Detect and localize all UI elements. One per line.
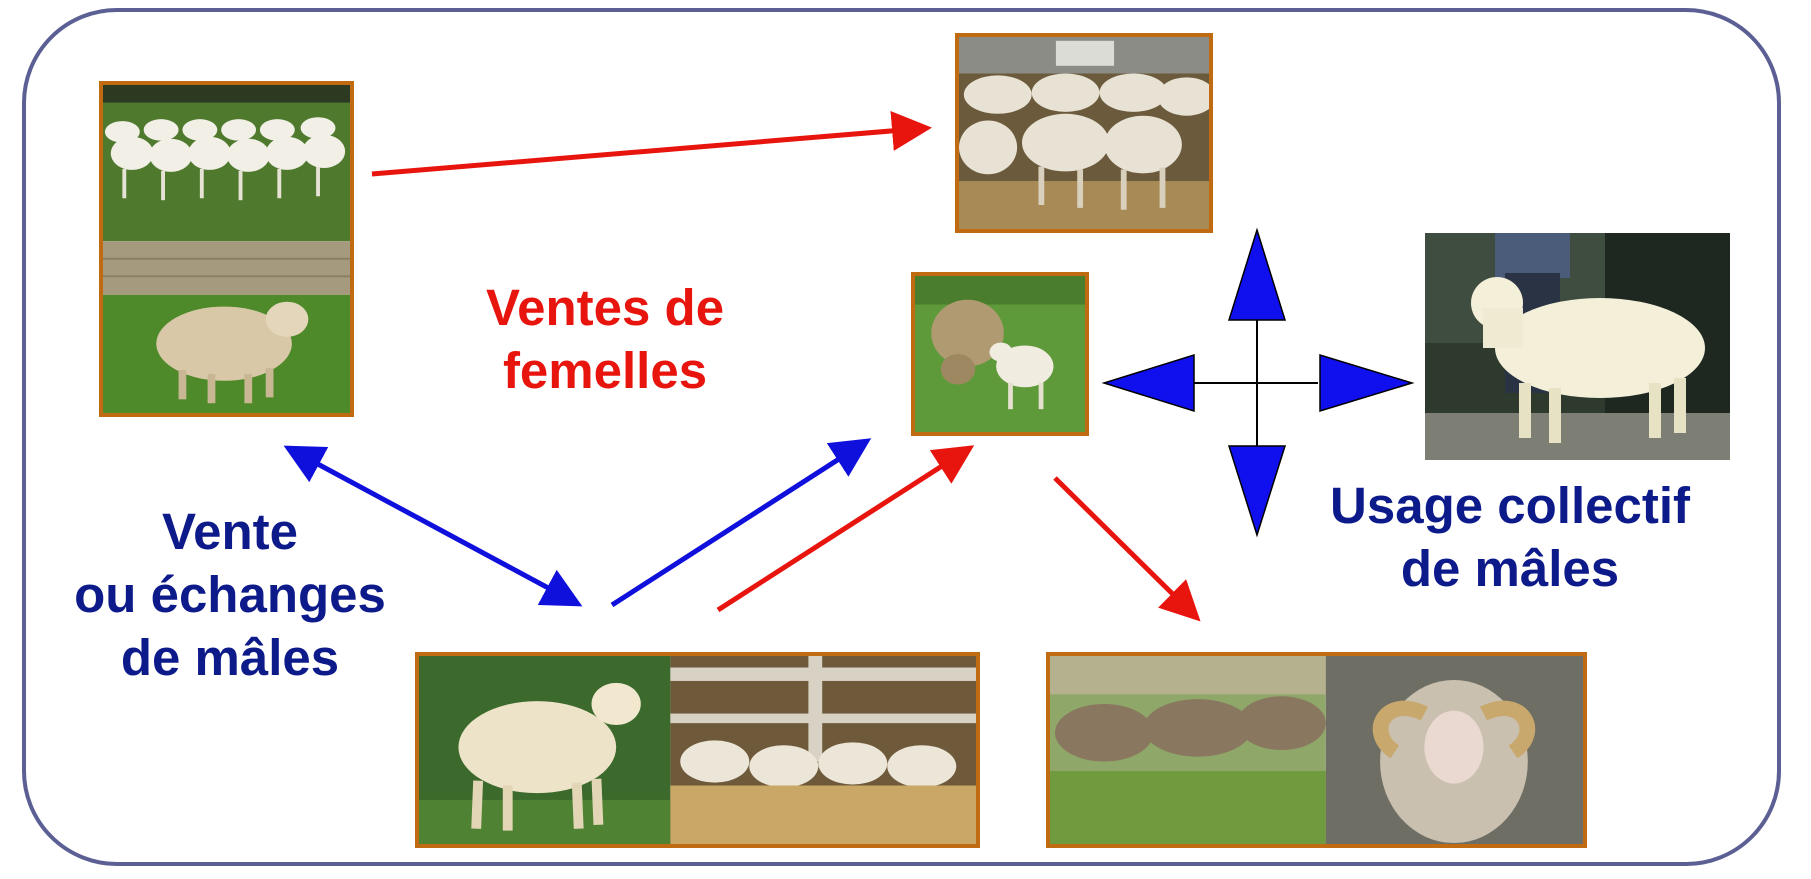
arrow-male-to-center: [610, 438, 872, 608]
label-usage-collectif-males: Usage collectif de mâles: [1330, 477, 1690, 598]
photo-flock-and-ewe: [99, 81, 354, 417]
photo-ewes-in-barn: [955, 33, 1213, 233]
photo-ram-and-feeding-ewes: [415, 652, 980, 848]
arrow-female-sale-top: [371, 110, 932, 177]
arrow-female-to-center: [716, 445, 975, 613]
label-vente-echanges-males: Vente ou échanges de mâles: [74, 503, 386, 687]
photo-flock-and-horned-ram: [1046, 652, 1587, 848]
photo-ewe-with-lambs: [911, 272, 1089, 436]
arrow-male-exchange-left: [283, 445, 583, 607]
diagram-frame: [22, 8, 1781, 866]
label-ventes-femelles: Ventes de femelles: [485, 279, 725, 400]
four-way-arrow-icon: [1101, 227, 1415, 538]
photo-ram-held: [1425, 233, 1730, 460]
arrow-female-to-bottom-right: [1053, 476, 1201, 622]
